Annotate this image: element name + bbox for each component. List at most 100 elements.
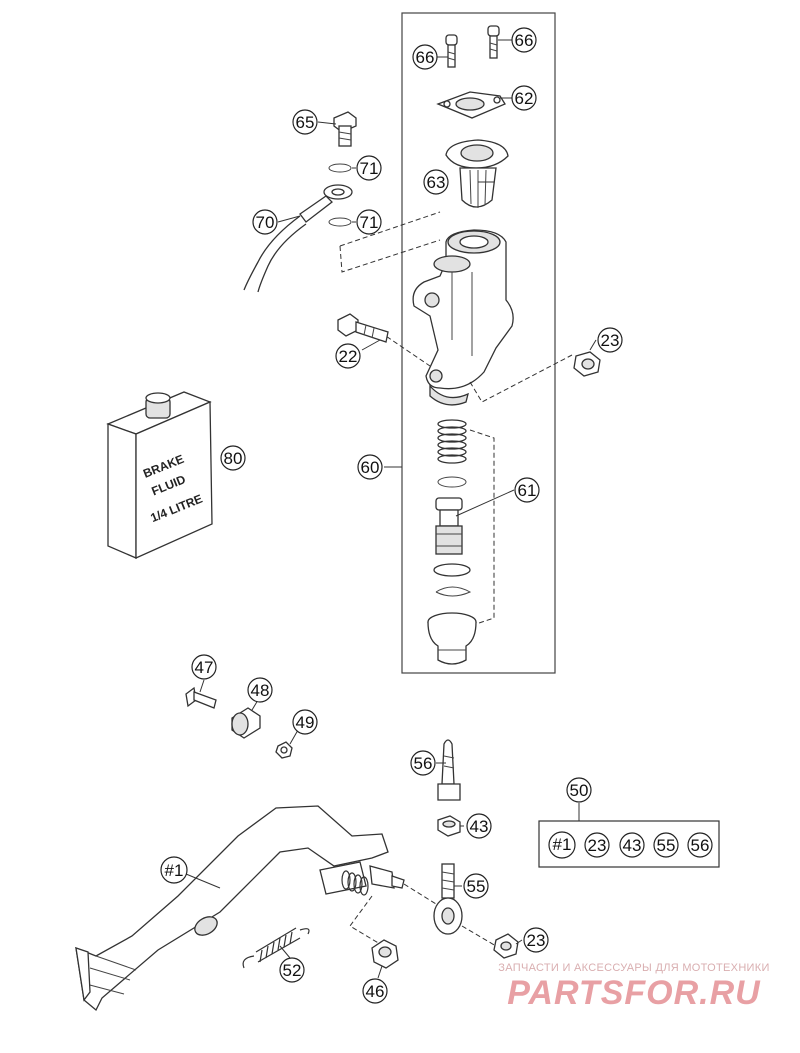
callout-65: 65 [292,109,318,135]
assembly-line-pedal-clevis [403,883,437,905]
callout-61-label: 61 [518,481,537,500]
dust-boot [427,612,477,665]
kit-item-43-label: 43 [623,836,642,855]
screw-66-left [445,34,458,68]
callout-70-label: 70 [256,213,275,232]
brake-pedal [75,805,405,1012]
nut-upper [573,351,601,377]
assembly-line-banjo [339,211,441,273]
assembly-line-pivot [349,895,381,945]
kit-item-56: 56 [687,832,713,858]
leader-lines [185,39,597,979]
bushing [231,707,261,739]
return-spring [437,419,467,464]
screw-66-right [487,25,500,59]
callout-60-label: 60 [361,458,380,477]
assembly-line-internal-parts [469,429,495,627]
assembly-line-nut-23 [469,354,573,403]
circlip [435,586,472,597]
reservoir-cap [436,91,506,119]
callout-50-label: 50 [570,781,589,800]
piston [435,497,463,555]
kit-item-55: 55 [653,832,679,858]
callout-52: 52 [279,957,305,983]
callout-63: 63 [423,169,449,195]
watermark-tagline: ЗАПЧАСТИ И АКСЕССУАРЫ ДЛЯ МОТОТЕХНИКИ [498,962,769,974]
kit-items: #1 23 43 55 56 [548,831,713,859]
callout-43: 43 [466,813,492,839]
kit-item-55-label: 55 [657,836,676,855]
callout-56-label: 56 [414,754,433,773]
banjo-bolt [333,111,357,147]
push-rod [437,739,461,801]
callout-66-left-label: 66 [416,48,435,67]
callout-66-right: 66 [511,27,537,53]
callout-55: 55 [463,873,489,899]
kit-item-43: 43 [619,832,645,858]
callout-43-label: 43 [470,817,489,836]
lock-nut [437,815,461,837]
master-cylinder-body [412,229,514,406]
callout-55-label: 55 [467,877,486,896]
callout-71-upper-label: 71 [360,159,379,178]
pedal-spring [242,927,310,969]
seal-ring [437,476,467,488]
callout-48: 48 [247,677,273,703]
callout-47-label: 47 [195,658,214,677]
callout-23-lower-label: 23 [527,931,546,950]
callout-23-upper-label: 23 [601,331,620,350]
kit-item-23: 23 [584,832,610,858]
master-cylinder-group-frame [401,12,556,674]
callout-49: 49 [292,709,318,735]
callout-66-left: 66 [412,44,438,70]
callout-48-label: 48 [251,681,270,700]
callout-60: 60 [357,454,383,480]
callout-80: 80 [220,445,246,471]
brake-line [243,184,353,293]
callouts: 66 66 62 65 71 71 70 63 22 23 80 60 61 4… [160,27,623,1004]
callout-1-label: #1 [165,861,184,880]
callout-50: 50 [566,777,592,803]
assembly-line-clevis-nut [461,925,497,947]
watermark-logo: PARTSFOR.RU [507,974,761,1012]
callout-47: 47 [191,654,217,680]
sealing-washer-lower [328,217,352,227]
callout-80-label: 80 [224,449,243,468]
clevis [433,863,463,935]
callout-22: 22 [335,343,361,369]
kit-item-23-label: 23 [588,836,607,855]
pivot-nut [371,939,399,969]
pedal-screw [185,686,217,709]
callout-46: 46 [362,978,388,1004]
callout-71-lower: 71 [356,209,382,235]
callout-62-label: 62 [515,89,534,108]
callout-1: #1 [160,856,188,884]
kit-item-1-label: #1 [553,835,572,854]
reservoir-bellow [445,139,509,208]
callout-23-upper: 23 [597,327,623,353]
callout-22-label: 22 [339,347,358,366]
callout-66-right-label: 66 [515,31,534,50]
callout-71-lower-label: 71 [360,213,379,232]
callout-70: 70 [252,209,278,235]
callout-62: 62 [511,85,537,111]
callout-23-lower: 23 [523,927,549,953]
callout-46-label: 46 [366,982,385,1001]
brake-fluid-bottle [106,391,213,560]
nut-lower [493,933,519,959]
callout-71-upper: 71 [356,155,382,181]
callout-52-label: 52 [283,961,302,980]
mounting-bolt [337,313,389,343]
callout-65-label: 65 [296,113,315,132]
callout-63-label: 63 [427,173,446,192]
callout-56: 56 [410,750,436,776]
assembly-line-bolt-22 [379,331,431,367]
sealing-washer-upper [328,163,352,173]
kit-item-1: #1 [548,831,576,859]
kit-item-56-label: 56 [691,836,710,855]
callout-49-label: 49 [296,713,315,732]
washer [433,563,471,577]
callout-61: 61 [514,477,540,503]
small-nut [275,741,293,759]
